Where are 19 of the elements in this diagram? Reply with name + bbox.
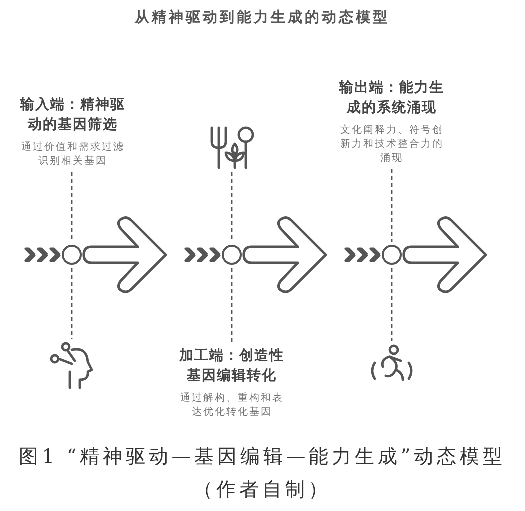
stage-description: 通过价值和需求过滤识别相关基因 (20, 141, 126, 169)
stage-heading: 输入端：精神驱动的基因筛选 (19, 96, 126, 135)
circle-marker (222, 245, 242, 265)
head-icon (50, 342, 96, 388)
title: 从精神驱动到能力生成的动态模型 (134, 8, 391, 27)
dashed-line (231, 268, 233, 343)
stage-description: 文化阐释力、符号创新力和技术整合力的涌现 (339, 124, 445, 166)
dashed-line (391, 169, 393, 242)
circle-marker (382, 245, 402, 265)
dashed-line (391, 268, 393, 341)
dashed-line (71, 268, 73, 339)
circle-marker (62, 245, 82, 265)
dashed-line (71, 172, 73, 242)
stage-heading: 输出端：能力生成的系统涌现 (338, 79, 446, 118)
dashed-line (231, 172, 233, 242)
stage-heading: 加工端：创造性基因编辑转化 (178, 347, 286, 386)
cutlery-sprout-icon (208, 125, 256, 169)
caption: 图1 “精神驱动—基因编辑—能力生成”动态模型（作者自制） (18, 444, 507, 503)
stage-description: 通过解构、重构和表达优化转化基因 (179, 392, 285, 420)
